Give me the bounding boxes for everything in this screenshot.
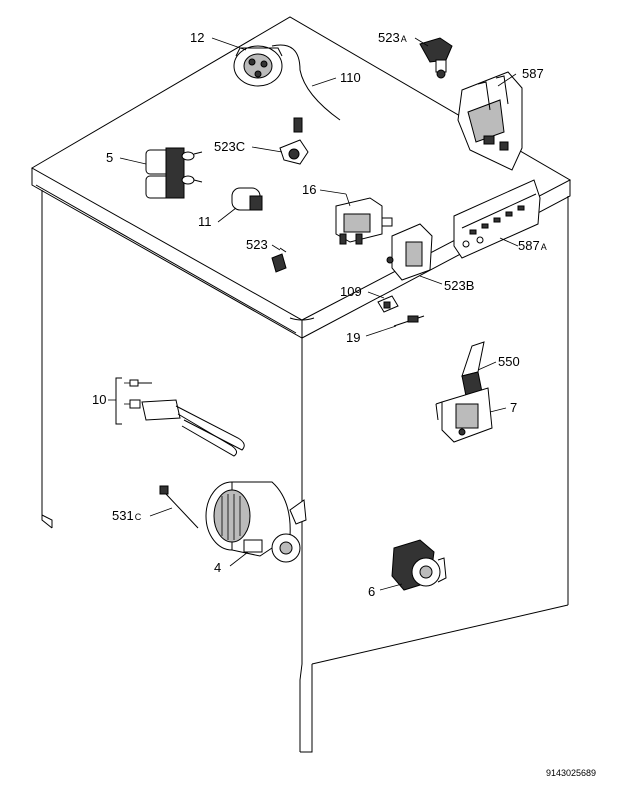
- control-strip-buttons: [469, 205, 525, 235]
- selector-board-part: [457, 71, 523, 171]
- document-code: 9143025689: [546, 768, 596, 778]
- heating-element-part: [115, 377, 245, 457]
- label-10: 10: [92, 392, 106, 407]
- leader-523c: [251, 146, 283, 153]
- label-11: 11: [198, 214, 212, 229]
- control-strip-part: [453, 179, 541, 259]
- leader-587: [497, 73, 517, 87]
- capacitor-part: [231, 187, 263, 211]
- clip-part-523c: [279, 117, 309, 165]
- leader-5: [119, 157, 147, 165]
- leader-11: [217, 207, 237, 223]
- label-109: 109: [340, 284, 362, 299]
- leader-523a: [414, 37, 429, 47]
- label-523: 523: [246, 237, 268, 252]
- sensor-part-19: [393, 315, 425, 327]
- leader-4: [229, 551, 249, 567]
- leader-6: [379, 583, 403, 591]
- inlet-valve-part: [145, 147, 203, 199]
- label-523a: 523A: [378, 30, 407, 45]
- clip-part-523a: [419, 37, 453, 79]
- door-lock-part: [435, 341, 493, 443]
- label-531c: 531C: [112, 508, 142, 523]
- label-110: 110: [340, 70, 361, 85]
- label-4: 4: [214, 560, 221, 575]
- leader-550: [477, 361, 497, 371]
- leader-16: [319, 189, 347, 195]
- label-5: 5: [106, 150, 113, 165]
- motor-part: [205, 481, 307, 563]
- clip-part-523: [271, 247, 287, 273]
- label-16: 16: [302, 182, 316, 197]
- leader-531c: [149, 507, 173, 517]
- label-7: 7: [510, 400, 517, 415]
- leader-109: [367, 291, 385, 299]
- label-19: 19: [346, 330, 360, 345]
- label-550: 550: [498, 354, 520, 369]
- leader-523b: [419, 275, 443, 285]
- label-587: 587: [522, 66, 544, 81]
- leader-587a: [499, 237, 519, 247]
- bolt-part: [159, 485, 199, 529]
- leader-7: [489, 407, 507, 413]
- label-6: 6: [368, 584, 375, 599]
- leader-19: [365, 325, 397, 337]
- part-labels: 12 110 523A 587 5 523C 16 11 587A 523 52…: [92, 30, 547, 599]
- bracket-part-109: [377, 295, 399, 313]
- leader-523: [271, 244, 281, 251]
- label-523c: 523C: [214, 139, 245, 154]
- rotary-switch-part: [391, 539, 447, 591]
- door-lock-cover-part: [386, 223, 433, 281]
- label-12: 12: [190, 30, 204, 45]
- leader-12: [211, 37, 247, 51]
- leader-16b: [345, 193, 351, 207]
- label-587a: 587A: [518, 238, 547, 253]
- switch-part-16: [335, 197, 393, 245]
- leader-110: [311, 77, 337, 87]
- label-523b: 523B: [444, 278, 474, 293]
- pressure-switch-part: [233, 44, 341, 121]
